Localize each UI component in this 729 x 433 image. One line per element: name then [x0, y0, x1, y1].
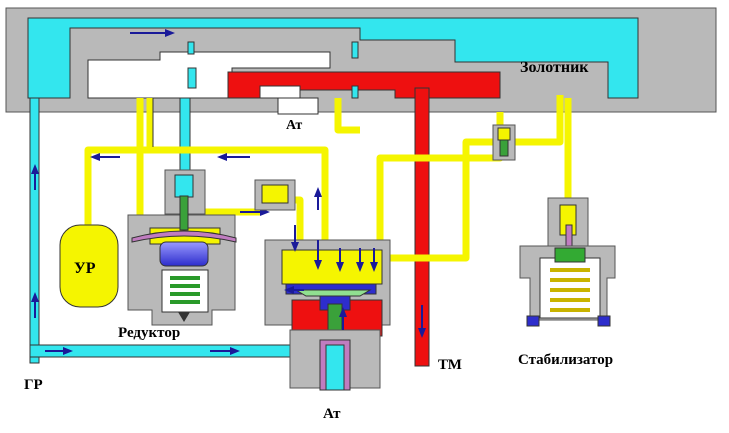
spool-housing: [5, 7, 717, 115]
atm-top-label: Ат: [286, 118, 302, 133]
relay-valve: [254, 179, 391, 391]
brake-line-label: ТМ: [438, 357, 462, 373]
spool-label: Золотник: [520, 59, 589, 76]
atm-bottom-label: Ат: [323, 406, 341, 422]
main-pipe-label: ГР: [24, 377, 43, 393]
stabilizer: [519, 197, 616, 327]
equalizing-reservoir: [59, 224, 119, 308]
reservoir-label: УР: [74, 260, 96, 277]
equalizing-lines: [84, 95, 572, 262]
reducer: [127, 169, 237, 326]
check-valve: [492, 124, 516, 161]
reducer-label: Редуктор: [118, 325, 180, 341]
stabilizer-label: Стабилизатор: [518, 352, 613, 368]
brake-line: [414, 87, 430, 367]
